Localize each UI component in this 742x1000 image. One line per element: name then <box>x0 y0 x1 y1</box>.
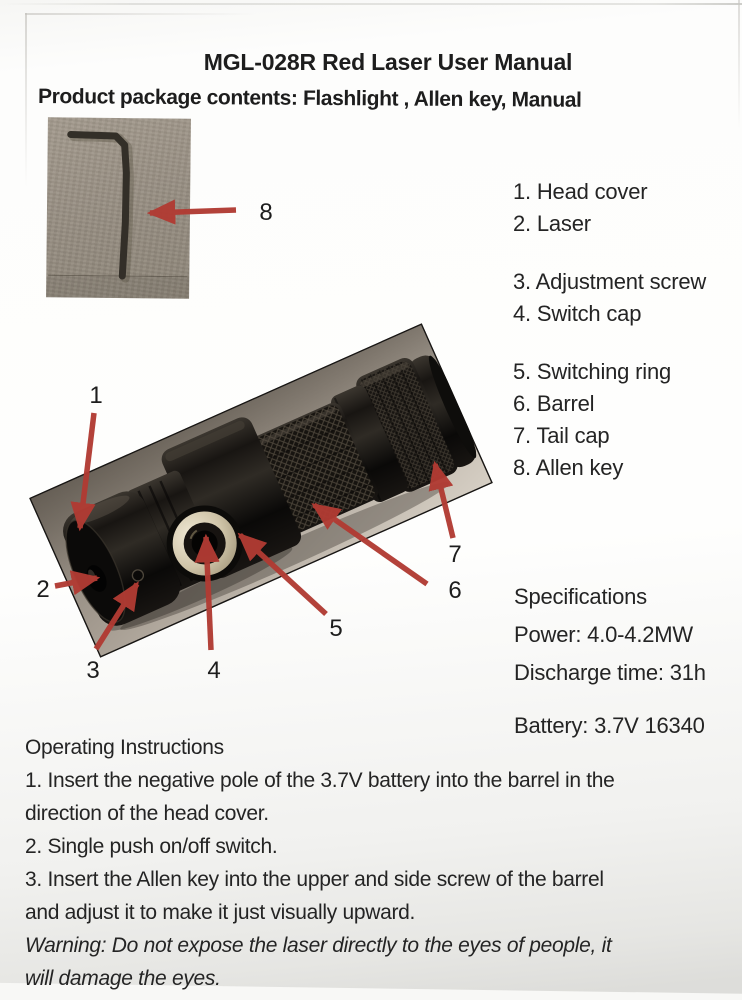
paper-corner-edge <box>25 13 255 15</box>
callout-label-3: 3 <box>86 657 100 684</box>
spec-power: Power: 4.0-4.2MW <box>514 622 693 647</box>
instruction-step-line: and adjust it to make it just visually u… <box>25 901 416 924</box>
part-item-8: 8. Allen key <box>513 455 624 480</box>
paper-left-edge <box>25 13 27 188</box>
paper-top-edge <box>0 3 742 5</box>
callout-label-1: 1 <box>89 382 103 409</box>
callout-label-4: 4 <box>207 657 221 684</box>
photo-bottom-band <box>46 276 190 299</box>
instruction-step-line: direction of the head cover. <box>25 802 269 825</box>
callout-label-6: 6 <box>448 577 462 604</box>
warning-line: will damage the eyes. <box>25 967 221 990</box>
parts-list: 1. Head cover 2. Laser 3. Adjustment scr… <box>513 176 706 484</box>
photo-seam-line <box>48 274 188 278</box>
callout-label-7: 7 <box>448 541 462 568</box>
flashlight-photo <box>28 323 494 658</box>
part-item-7: 7. Tail cap <box>513 423 610 448</box>
part-item-3: 3. Adjustment screw <box>513 269 707 294</box>
specifications-section: Specifications Power: 4.0-4.2MW Discharg… <box>514 578 706 745</box>
warning-line: Warning: Do not expose the laser directl… <box>25 934 612 957</box>
package-contents-line: Product package contents: Flashlight , A… <box>37 85 582 112</box>
operating-instructions: Operating Instructions 1. Insert the neg… <box>25 731 615 995</box>
tail-cap <box>356 355 477 492</box>
paper-right-edge <box>738 0 740 130</box>
part-item-5: 5. Switching ring <box>513 359 672 384</box>
instruction-step-line: 1. Insert the negative pole of the 3.7V … <box>25 769 615 792</box>
callout-label-5: 5 <box>329 615 343 642</box>
instruction-step-line: 2. Single push on/off switch. <box>25 835 278 858</box>
specifications-heading: Specifications <box>514 584 647 609</box>
instruction-step-line: 3. Insert the Allen key into the upper a… <box>25 868 604 891</box>
spec-battery: Battery: 3.7V 16340 <box>514 713 705 738</box>
callout-label-2: 2 <box>36 576 50 603</box>
part-item-6: 6. Barrel <box>513 391 595 416</box>
allen-key-photo <box>46 117 191 299</box>
callout-label-8: 8 <box>259 199 273 226</box>
page-title: MGL-028R Red Laser User Manual <box>203 49 573 75</box>
part-item-2: 2. Laser <box>513 211 591 236</box>
spec-discharge: Discharge time: 31h <box>514 660 706 685</box>
allen-key-shape <box>67 130 130 280</box>
flashlight-illustration <box>28 323 494 658</box>
part-item-1: 1. Head cover <box>513 179 648 204</box>
part-item-4: 4. Switch cap <box>513 301 642 326</box>
instructions-heading: Operating Instructions <box>25 736 224 759</box>
adjustment-screw <box>131 569 145 582</box>
allen-key-glyph <box>46 130 190 299</box>
